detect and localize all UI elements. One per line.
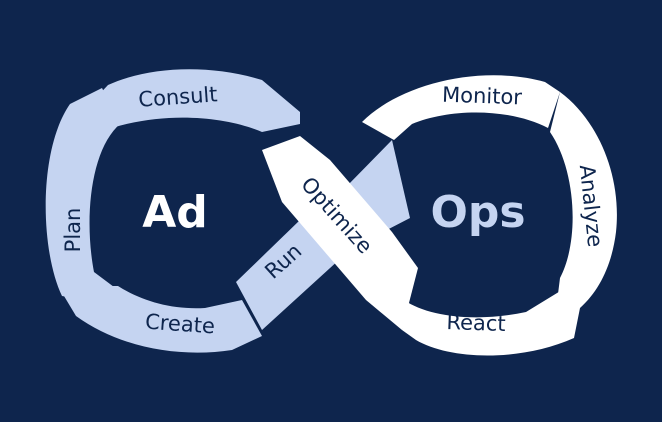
step-label-react: React (446, 310, 506, 336)
monitor-segment (362, 75, 560, 140)
step-label-create: Create (144, 310, 215, 339)
optimize-segment (262, 136, 418, 330)
step-label-consult: Consult (138, 82, 219, 111)
plan-segment (45, 88, 120, 302)
analyze-segment (550, 92, 617, 310)
hub-label-ad: Ad (142, 187, 208, 238)
create-segment (58, 286, 262, 353)
react-segment (402, 290, 580, 356)
consult-segment (90, 69, 300, 132)
hub-label-ops: Ops (430, 187, 525, 238)
step-label-plan: Plan (61, 208, 85, 253)
step-label-monitor: Monitor (442, 83, 523, 110)
